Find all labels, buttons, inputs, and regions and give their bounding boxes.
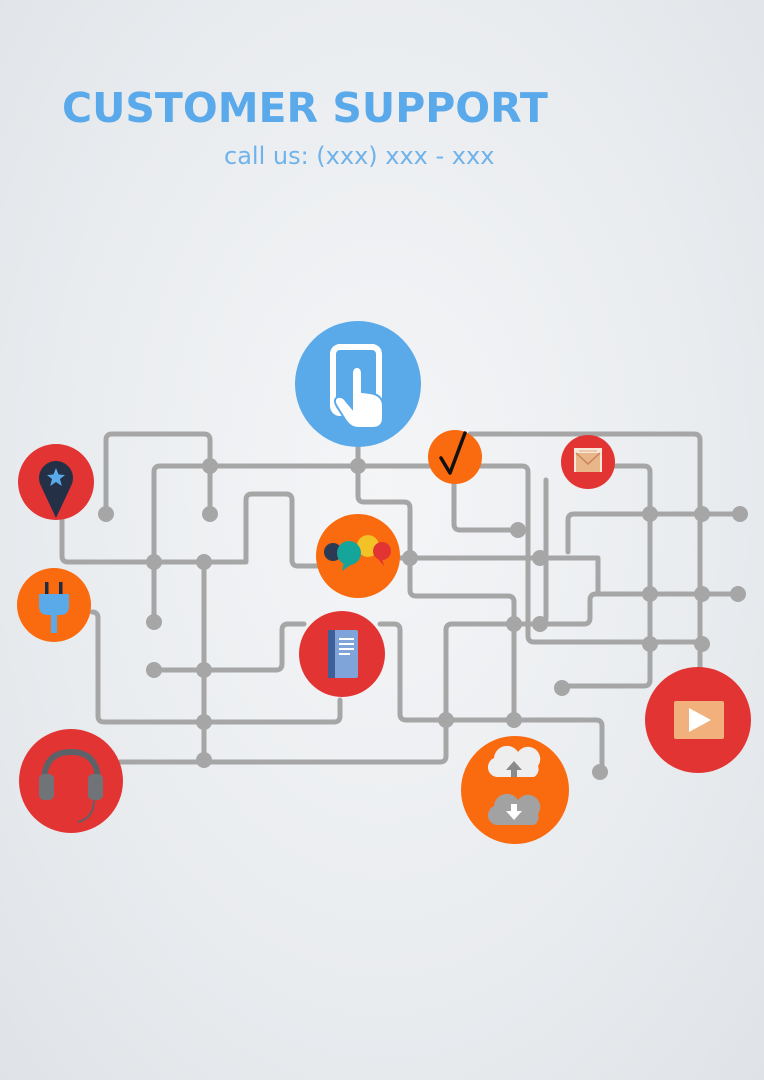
tablet-touch-icon: [295, 321, 421, 447]
cloud-sync-icon: [461, 736, 569, 844]
chat-bubbles-icon: [316, 514, 400, 598]
junction-dots: [98, 458, 748, 780]
phone-number: call us: (xxx) xxx - xxx: [224, 142, 495, 170]
notebook-icon: [299, 611, 385, 697]
headphones-icon: [19, 729, 123, 833]
checkmark-icon: [428, 430, 482, 484]
connector-lines: [59, 427, 743, 775]
power-plug-icon: [17, 568, 91, 642]
envelope-icon: [561, 435, 615, 489]
location-pin-icon: [18, 444, 94, 520]
video-play-icon: [645, 667, 751, 773]
poster-title: CUSTOMER SUPPORT: [62, 84, 548, 132]
